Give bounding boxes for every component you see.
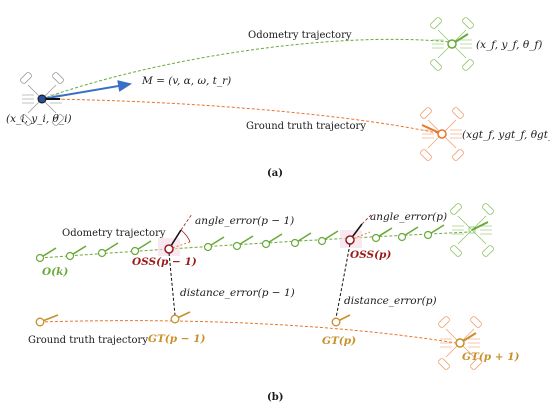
odometry-point: [423, 224, 445, 240]
odometry-trajectory-b: [39, 231, 471, 259]
start-pose-marker: [37, 94, 47, 104]
odometry-label-b: Odometry trajectory: [62, 228, 166, 239]
ground-truth-end-pose-label: (xgt_f, ygt_f, θgt_f): [462, 129, 550, 141]
odometry-point: [203, 236, 225, 252]
odometry-point: [97, 242, 119, 258]
gt-next-marker: [455, 338, 465, 348]
motion-arrow: [41, 80, 132, 100]
odometry-trajectory-a: [41, 38, 451, 100]
oss-prev-label: OSS(p − 1): [132, 256, 197, 268]
motion-model-label: M = (v, α, ω, t_r): [141, 75, 231, 87]
odometry-point: [65, 245, 87, 261]
panel-a: (x_i, y_i, θ_i) M = (v, α, ω, t_r) Odome…: [6, 16, 550, 179]
panel-b-caption: (b): [267, 392, 283, 403]
gt-point: [170, 311, 191, 324]
distance-error-curr-label: distance_error(p): [344, 295, 437, 307]
odometry-point: [130, 240, 152, 256]
odometry-point: [35, 247, 57, 263]
oss-curr-marker: [340, 213, 373, 248]
start-pose-label: (x_i, y_i, θ_i): [6, 113, 72, 125]
odometry-point: [317, 230, 339, 246]
angle-error-prev-label: angle_error(p − 1): [195, 215, 294, 227]
odometry-point: [397, 226, 419, 242]
panel-b: Odometry trajectory angle_error(p − 1) a…: [28, 202, 520, 403]
ground-truth-label-b: Ground truth trajectory: [28, 335, 148, 346]
panel-a-caption: (a): [267, 168, 283, 179]
gt-point: [35, 314, 59, 327]
odometry-point: [232, 235, 254, 251]
odometry-point-label: O(k): [42, 266, 68, 278]
distance-error-curr-line: [335, 243, 351, 319]
odometry-point: [290, 232, 312, 248]
oss-curr-label: OSS(p): [350, 249, 391, 261]
odometry-point: [371, 227, 393, 243]
gt-point: [331, 314, 351, 327]
ground-truth-end-marker: [437, 129, 447, 139]
ground-truth-label-a: Ground truth trajectory: [246, 121, 366, 132]
angle-error-curr-label: angle_error(p): [370, 211, 447, 223]
odometry-points: [35, 224, 445, 263]
ground-truth-trajectory-a: [41, 98, 443, 135]
gt-next-label: GT(p + 1): [462, 351, 520, 363]
odometry-end-pose-label: (x_f, y_f, θ_f): [476, 39, 542, 51]
odometry-label-a: Odometry trajectory: [248, 30, 352, 41]
distance-error-prev-label: distance_error(p − 1): [180, 287, 295, 299]
distance-error-prev-line: [168, 252, 176, 316]
gt-prev-label: GT(p − 1): [148, 333, 206, 345]
gt-curr-label: GT(p): [322, 335, 356, 347]
ground-truth-trajectory-b: [39, 320, 463, 345]
gt-points: [35, 311, 351, 327]
odometry-point: [261, 233, 283, 249]
odometry-end-marker: [447, 39, 457, 49]
